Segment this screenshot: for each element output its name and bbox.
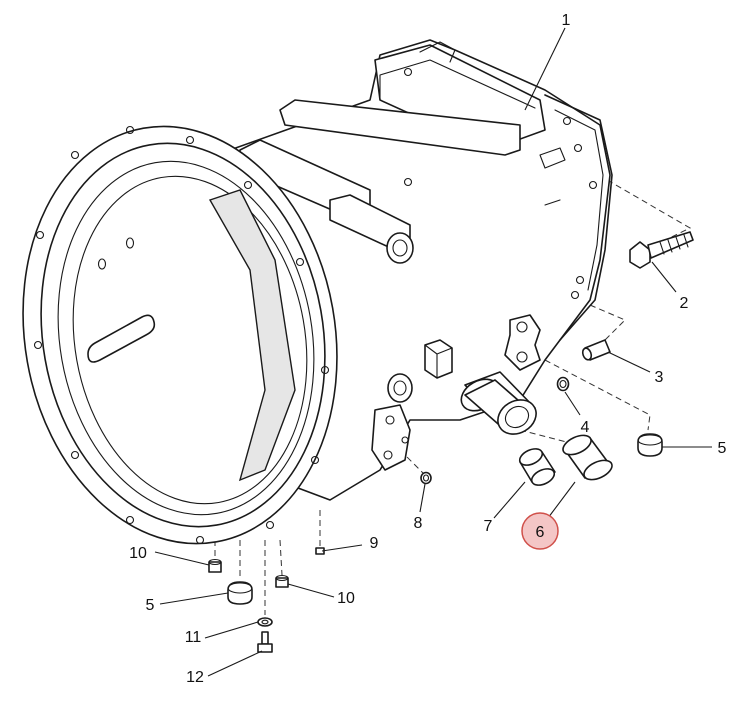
callout-8[interactable]: 8 (414, 515, 423, 532)
callout-10-right[interactable]: 10 (337, 590, 355, 607)
plug-part-5-right (637, 433, 663, 457)
washer-part-11 (257, 617, 273, 627)
bolt-part-2 (629, 231, 694, 269)
callout-1[interactable]: 1 (562, 12, 571, 29)
bolt-part-12 (257, 631, 273, 653)
callout-2[interactable]: 2 (680, 295, 689, 312)
output-sleeve (460, 371, 537, 435)
callout-5-right[interactable]: 5 (718, 440, 727, 457)
callout-10-left[interactable]: 10 (129, 545, 147, 562)
plug-part-10-right (275, 574, 289, 588)
callout-5-left[interactable]: 5 (146, 597, 155, 614)
plug-part-8 (420, 471, 432, 485)
leader-lines (154, 27, 712, 677)
callout-9[interactable]: 9 (370, 535, 379, 552)
plug-part-5-left (227, 581, 253, 605)
callout-11[interactable]: 11 (185, 629, 202, 646)
bushing-part-7 (518, 448, 556, 486)
callout-12[interactable]: 12 (186, 669, 204, 686)
plug-part-10-left (208, 558, 222, 573)
callout-3[interactable]: 3 (655, 369, 664, 386)
callout-6[interactable]: 6 (536, 524, 545, 541)
pin-part-3 (581, 339, 611, 361)
callout-labels: 1 2 3 4 5 5 6 7 8 9 10 10 11 12 (129, 12, 726, 686)
bell-housing (22, 125, 338, 545)
bushing-part-6 (562, 434, 613, 481)
callout-highlight-ring (521, 512, 559, 550)
callout-4[interactable]: 4 (581, 419, 590, 436)
callout-7[interactable]: 7 (484, 518, 493, 535)
plug-part-9 (315, 547, 325, 555)
ring-part-4 (556, 376, 570, 392)
